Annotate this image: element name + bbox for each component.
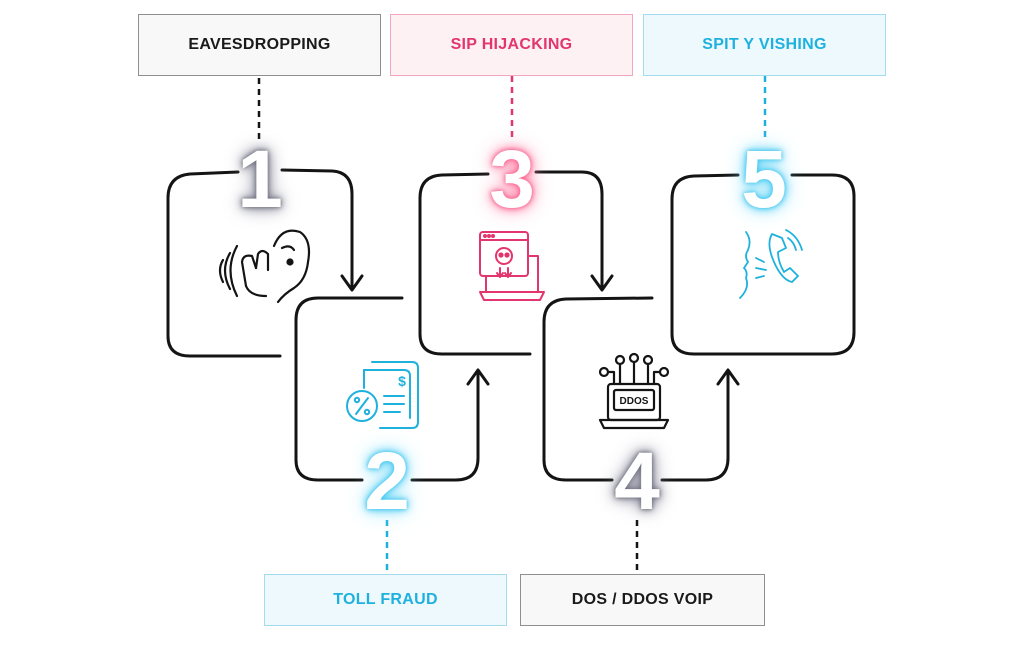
step-number-4: 4 [614,436,660,527]
step-number-1: 1 [237,134,283,225]
label-box-step-3: SIP HIJACKING [390,14,633,76]
arrow-step-1-to-2 [280,168,354,290]
step-number-2: 2 [364,436,410,527]
ddos-laptop-icon [598,352,670,430]
label-box-step-5: SPIT Y VISHING [643,14,886,76]
phone-voice-icon [739,229,803,299]
invoice-percent-icon: $ [346,361,419,429]
frame-step-3 [418,172,532,356]
label-box-step-2: TOLL FRAUD [264,574,507,626]
svg-text:$: $ [398,373,406,389]
frame-step-1 [166,170,282,358]
label-step-4: DOS / DDOS VOIP [571,591,714,608]
arrow-step-2-to-3 [410,370,480,482]
hijacked-computer-skull-icon [479,231,545,301]
frame-step-2 [294,296,404,482]
arrowhead-3 [590,274,614,292]
arrow-step-3-to-4 [534,170,604,290]
step-number-3: 3 [489,134,535,225]
label-box-step-1: EAVESDROPPING [138,14,381,76]
frame-step-4 [542,296,654,482]
frame-step-5 [670,173,856,356]
arrowhead-2 [466,368,490,386]
label-box-step-4: DOS / DDOS VOIP [520,574,765,626]
arrowhead-4 [716,368,740,386]
eavesdropping-ear-icon [218,229,311,304]
label-step-2: TOLL FRAUD [333,591,438,608]
ddos-screen-text: DDOS [620,396,649,407]
label-step-3: SIP HIJACKING [450,36,573,53]
arrow-step-4-to-5 [660,370,730,482]
arrowhead-1 [340,274,364,292]
label-step-5: SPIT Y VISHING [702,36,827,53]
step-number-5: 5 [741,134,787,225]
label-step-1: EAVESDROPPING [188,36,331,53]
